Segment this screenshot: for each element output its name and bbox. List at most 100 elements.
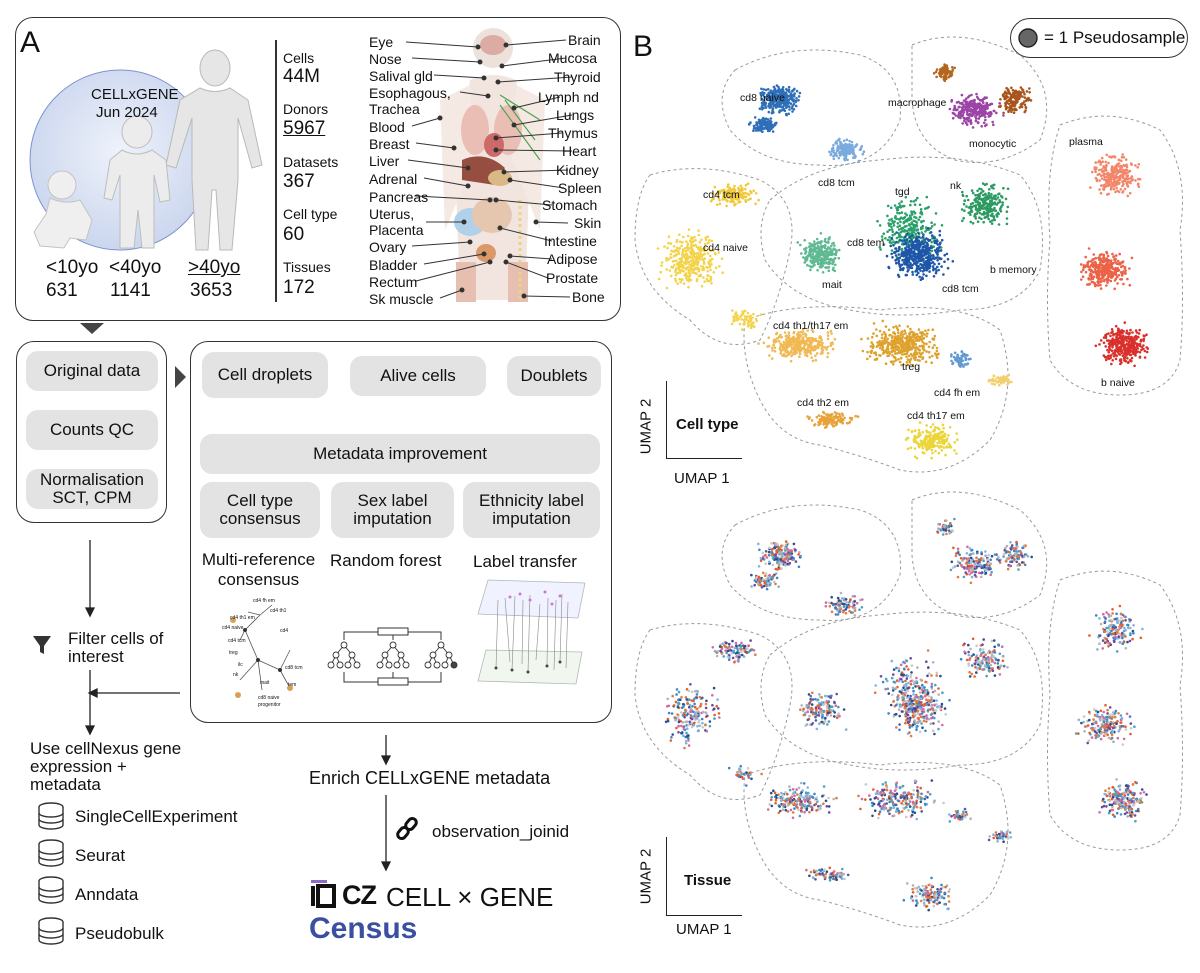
umap-point [905, 337, 908, 341]
umap-point [939, 441, 942, 445]
umap-point [843, 145, 847, 149]
umap-point [941, 430, 945, 434]
umap-point [884, 335, 887, 339]
umap-point [908, 263, 912, 267]
umap-point [841, 144, 844, 147]
umap-point [1125, 329, 1129, 333]
umap-point [1010, 110, 1013, 114]
umap-point [821, 341, 824, 345]
umap-point [807, 349, 811, 353]
umap-point [766, 118, 770, 121]
umap-point [901, 337, 904, 340]
umap-point [1114, 177, 1118, 180]
umap-point [931, 337, 934, 341]
umap-point [663, 245, 666, 248]
umap-point [1135, 337, 1138, 341]
umap-point [897, 253, 901, 256]
umap-point [932, 236, 936, 240]
umap-point [836, 139, 840, 142]
umap-point [1109, 155, 1113, 159]
umap-point [1023, 100, 1026, 103]
umap-point [1113, 270, 1117, 274]
umap-point [816, 268, 819, 272]
tissue-label: Trachea [369, 101, 420, 117]
umap-point [965, 194, 968, 198]
umap-point [866, 357, 869, 361]
umap-point [682, 282, 686, 285]
tree-node-label: cd4 fh em [253, 598, 275, 604]
umap-point [893, 220, 896, 223]
umap-point [1121, 260, 1125, 263]
umap-point [924, 252, 927, 255]
umap-point [767, 344, 771, 348]
tree-node-label: cd8 naive [258, 695, 280, 701]
umap-point [868, 355, 872, 358]
umap-point [936, 265, 939, 269]
umap-point [830, 422, 833, 426]
umap-point [1128, 283, 1132, 287]
umap-point [866, 337, 870, 340]
umap-point [1006, 205, 1010, 209]
umap-point [936, 432, 940, 436]
umap-point [1087, 277, 1090, 280]
umap-point [1115, 275, 1119, 279]
umap-point [894, 247, 898, 250]
umap-point [973, 198, 976, 202]
umap-point [940, 238, 944, 242]
umap-point [945, 64, 949, 67]
umap-point [1099, 270, 1103, 274]
umap-point [1100, 168, 1103, 171]
umap-point [1109, 334, 1112, 338]
umap-point [677, 264, 680, 268]
umap-point [980, 197, 983, 201]
umap-point [908, 240, 911, 243]
umap-point [768, 106, 771, 109]
counts-qc-step: Counts QC [26, 410, 158, 450]
umap-point [783, 103, 786, 107]
umap-point [916, 435, 919, 439]
umap-point [1098, 179, 1101, 182]
umap-point [861, 349, 865, 353]
umap-point [971, 222, 975, 225]
umap-point [780, 336, 784, 339]
umap-point [983, 183, 987, 187]
umap-point [1137, 332, 1141, 335]
ethnicity-label-step: Ethnicity label imputation [463, 482, 600, 538]
umap-point [929, 231, 933, 234]
umap-point [821, 271, 825, 274]
umap-point [903, 329, 906, 333]
umap-point [918, 215, 922, 219]
umap-point [902, 266, 905, 270]
umap-point [905, 263, 909, 267]
umap-point [1113, 287, 1116, 291]
umap-point [1019, 105, 1023, 109]
umap-point [936, 239, 939, 243]
umap-point [1102, 165, 1105, 168]
umap-point [1117, 327, 1120, 331]
umap-point [825, 266, 828, 270]
umap-point [936, 353, 939, 356]
umap-point [977, 205, 981, 208]
umap-point [1142, 334, 1145, 338]
umap-point [964, 363, 967, 366]
umap-point [1012, 95, 1016, 98]
umap-point [741, 312, 745, 316]
umap-point [735, 315, 738, 318]
umap-point [700, 285, 704, 288]
umap-point [905, 255, 908, 259]
umap-point [1126, 347, 1130, 350]
umap-point [939, 249, 943, 252]
umap-point [1130, 256, 1134, 260]
umap-point [954, 114, 957, 117]
umap-point [704, 236, 707, 240]
umap-point [1113, 342, 1117, 346]
umap-point [669, 242, 673, 245]
umap-point [992, 109, 996, 113]
umap-point [827, 269, 831, 273]
umap-point [1121, 344, 1125, 347]
umap-point [923, 333, 926, 336]
umap-point [914, 349, 917, 352]
tissue-label: Adrenal [369, 171, 418, 187]
umap-point [948, 107, 952, 111]
